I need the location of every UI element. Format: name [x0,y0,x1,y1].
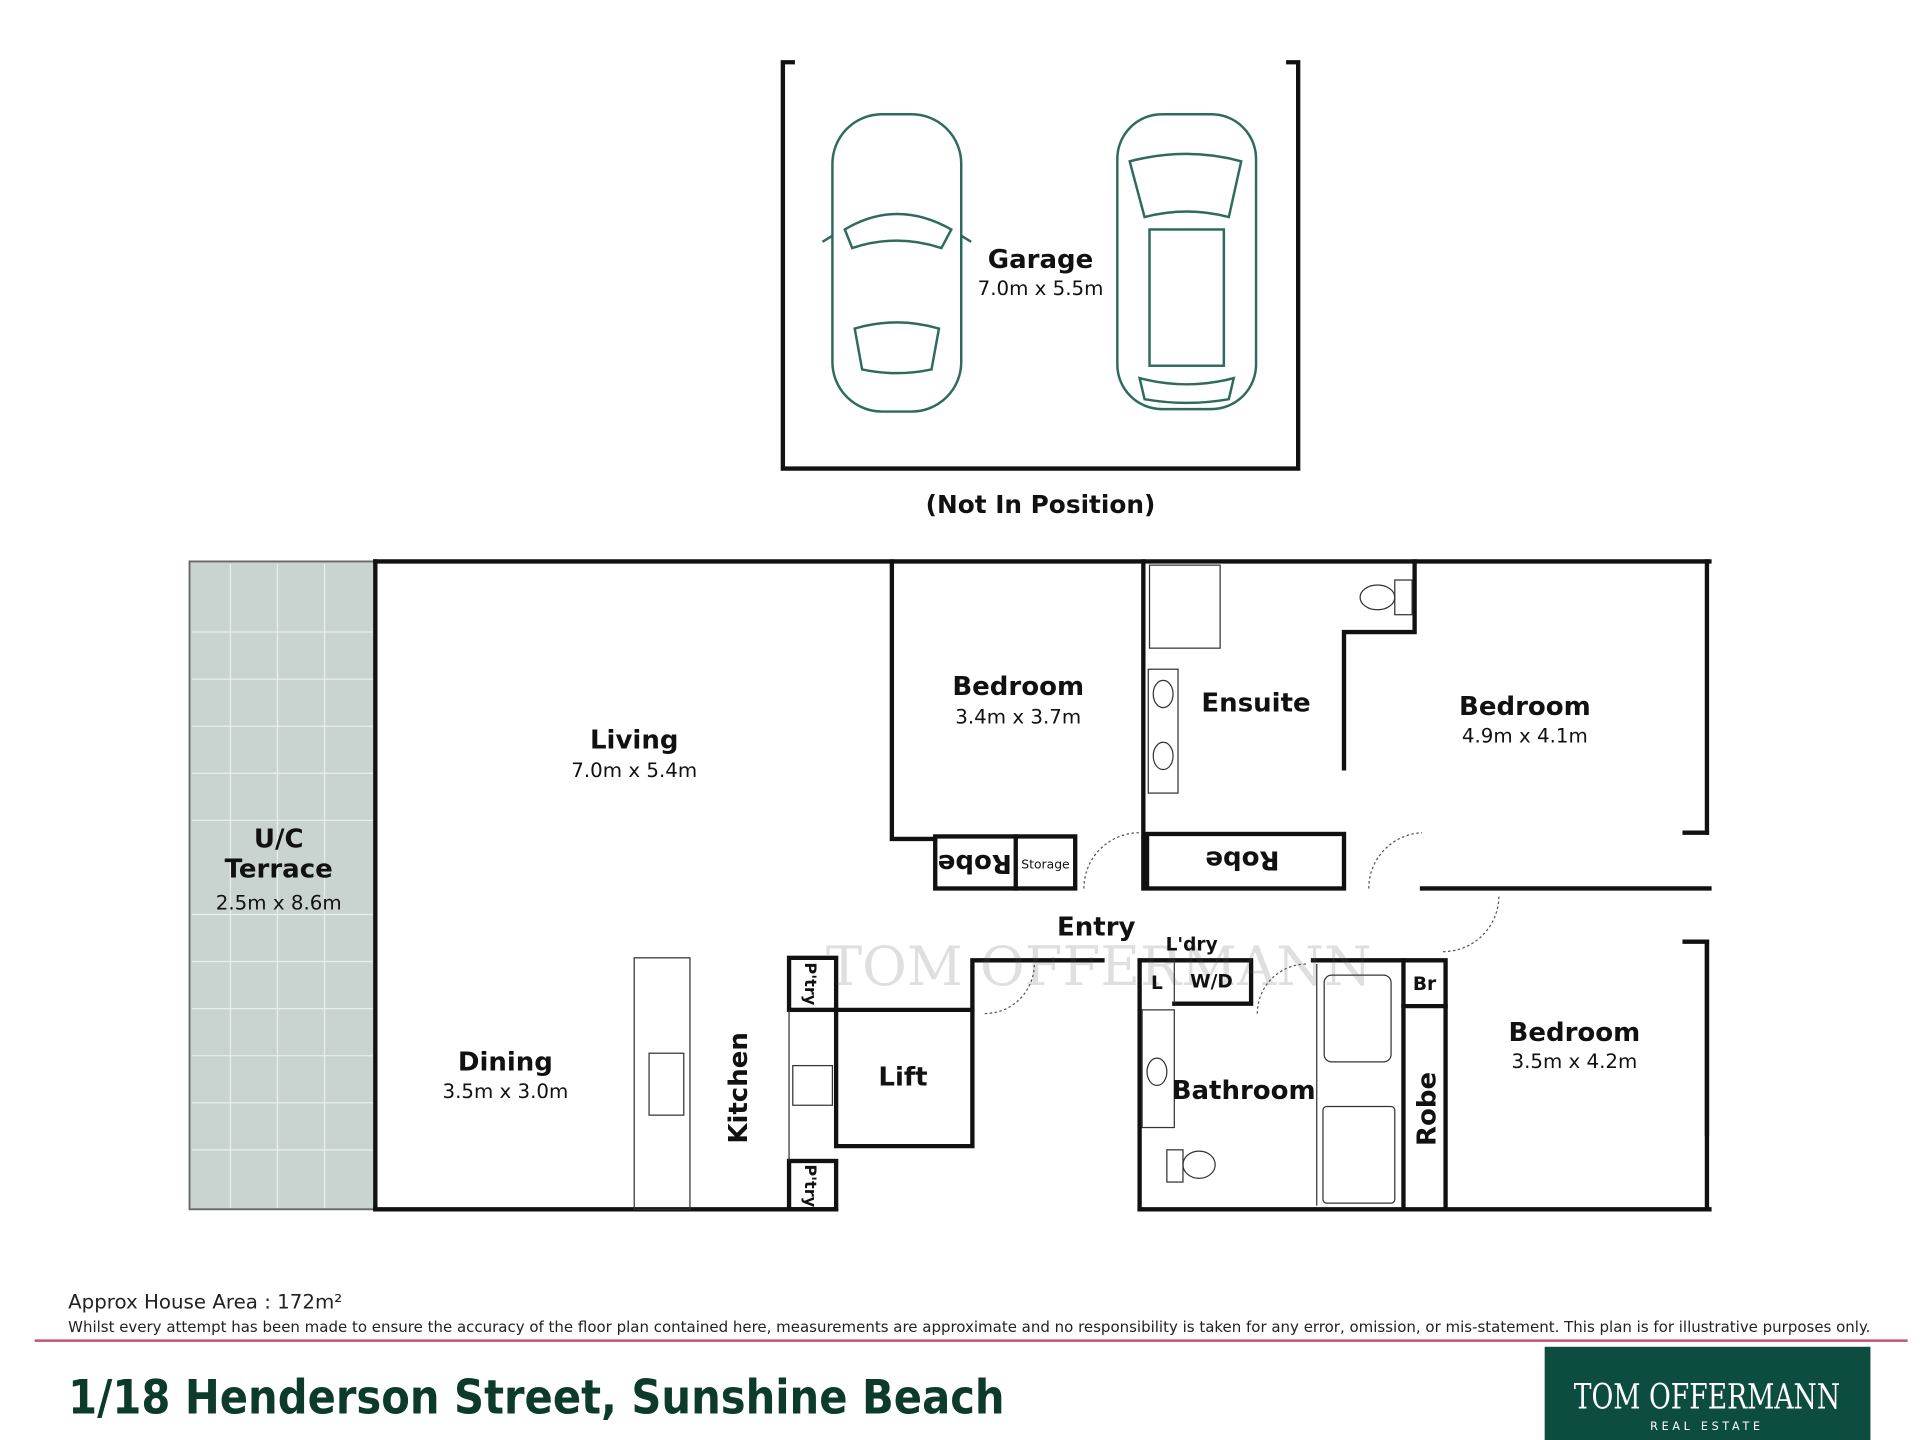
terrace: U/C Terrace 2.5m x 8.6m [188,560,377,1211]
bedroom1-name: Bedroom [952,672,1084,702]
bathroom-name: Bathroom [1172,1076,1316,1106]
bedroom2-name: Bedroom [1459,692,1591,722]
robe3-name: Robe [1413,1072,1443,1146]
garage: Garage 7.0m x 5.5m (Not In Position) [780,60,1301,519]
terrace-dims: 2.5m x 8.6m [216,892,342,915]
svg-text:TOM OFFERMANN: TOM OFFERMANN [826,934,1372,998]
ensuite-name: Ensuite [1201,688,1310,718]
pantry-bottom: P'try [801,1164,820,1207]
bedroom1-dims: 3.4m x 3.7m [955,706,1081,729]
robe1-name: Robe [938,848,1012,878]
laundry-name: L'dry [1166,934,1218,955]
bedroom3-name: Bedroom [1509,1018,1641,1048]
walls [373,559,1712,1212]
washer-dryer-name: W/D [1190,972,1233,993]
garage-name: Garage [988,245,1094,275]
entry-name: Entry [1057,913,1136,943]
kitchen-name: Kitchen [724,1032,754,1144]
property-address: 1/18 Henderson Street, Sunshine Beach [68,1371,1004,1426]
disclaimer: Whilst every attempt has been made to en… [68,1318,1870,1336]
house-area: Approx House Area : 172m² [68,1290,342,1313]
garage-note: (Not In Position) [926,490,1156,519]
lift-name: Lift [878,1062,927,1092]
logo-name: TOM OFFERMANN [1574,1378,1840,1418]
brand-logo: TOM OFFERMANN REAL ESTATE [1544,1346,1871,1440]
living-name: Living [590,725,678,755]
car-left [821,113,972,413]
garage-dims: 7.0m x 5.5m [978,277,1104,300]
dining-dims: 3.5m x 3.0m [442,1080,568,1103]
bedroom2-dims: 4.9m x 4.1m [1462,724,1588,747]
dining-name: Dining [458,1048,553,1078]
car-right [1116,113,1258,411]
living-dims: 7.0m x 5.4m [571,759,697,782]
bedroom3-dims: 3.5m x 4.2m [1511,1050,1637,1073]
robe2-name: Robe [1205,844,1279,874]
terrace-line1: U/C [254,825,304,855]
storage-name: Storage [1021,858,1069,872]
logo-tagline: REAL ESTATE [1650,1420,1764,1433]
pantry-top: P'try [801,962,820,1005]
watermark: TOM OFFERMANN [826,934,1372,998]
linen-name: L [1151,973,1163,994]
broom-name: Br [1413,974,1437,995]
terrace-line2: Terrace [225,854,333,884]
